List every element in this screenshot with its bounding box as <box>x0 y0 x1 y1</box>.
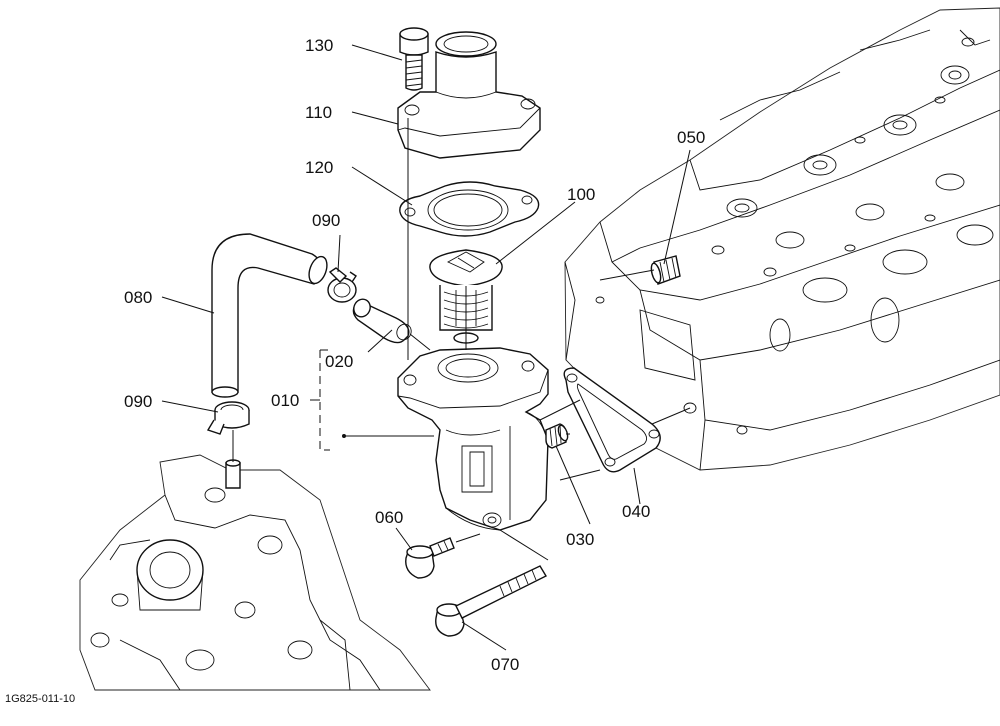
callout-110: 110 <box>305 103 332 122</box>
callout-050: 050 <box>677 128 705 147</box>
bypass-pipe-020 <box>352 298 412 344</box>
callout-060: 060 <box>375 508 403 527</box>
bolt-130 <box>399 27 429 91</box>
hose-clamp-090-lower <box>206 401 250 435</box>
bypass-hose-080 <box>211 233 328 398</box>
plug-050 <box>650 255 681 285</box>
callout-080: 080 <box>124 288 152 307</box>
callout-130: 130 <box>305 36 333 55</box>
gasket-120 <box>399 181 540 237</box>
assembly-lines <box>232 118 691 561</box>
gear-case <box>79 454 431 691</box>
callout-040: 040 <box>622 502 650 521</box>
callout-010: 010 <box>271 391 299 410</box>
gasket-040 <box>563 367 661 473</box>
thermostat-housing-010 <box>397 347 549 531</box>
cylinder-head <box>564 7 1000 471</box>
thermostat-cover-110 <box>397 31 541 159</box>
bolt-060 <box>405 537 455 579</box>
callout-090-upper: 090 <box>312 211 340 230</box>
callout-090-lower: 090 <box>124 392 152 411</box>
figure-id: 1G825-011-10 <box>5 693 75 705</box>
callout-100: 100 <box>567 185 595 204</box>
leader-lines <box>161 44 691 651</box>
callout-120: 120 <box>305 158 333 177</box>
hose-clamp-090-upper <box>327 267 357 303</box>
bolt-070 <box>435 565 547 637</box>
stud-030 <box>545 423 569 449</box>
callout-070: 070 <box>491 655 519 674</box>
callout-020: 020 <box>325 352 353 371</box>
callout-030: 030 <box>566 530 594 549</box>
callouts: 130 110 120 090 100 050 080 020 010 090 … <box>124 36 705 674</box>
